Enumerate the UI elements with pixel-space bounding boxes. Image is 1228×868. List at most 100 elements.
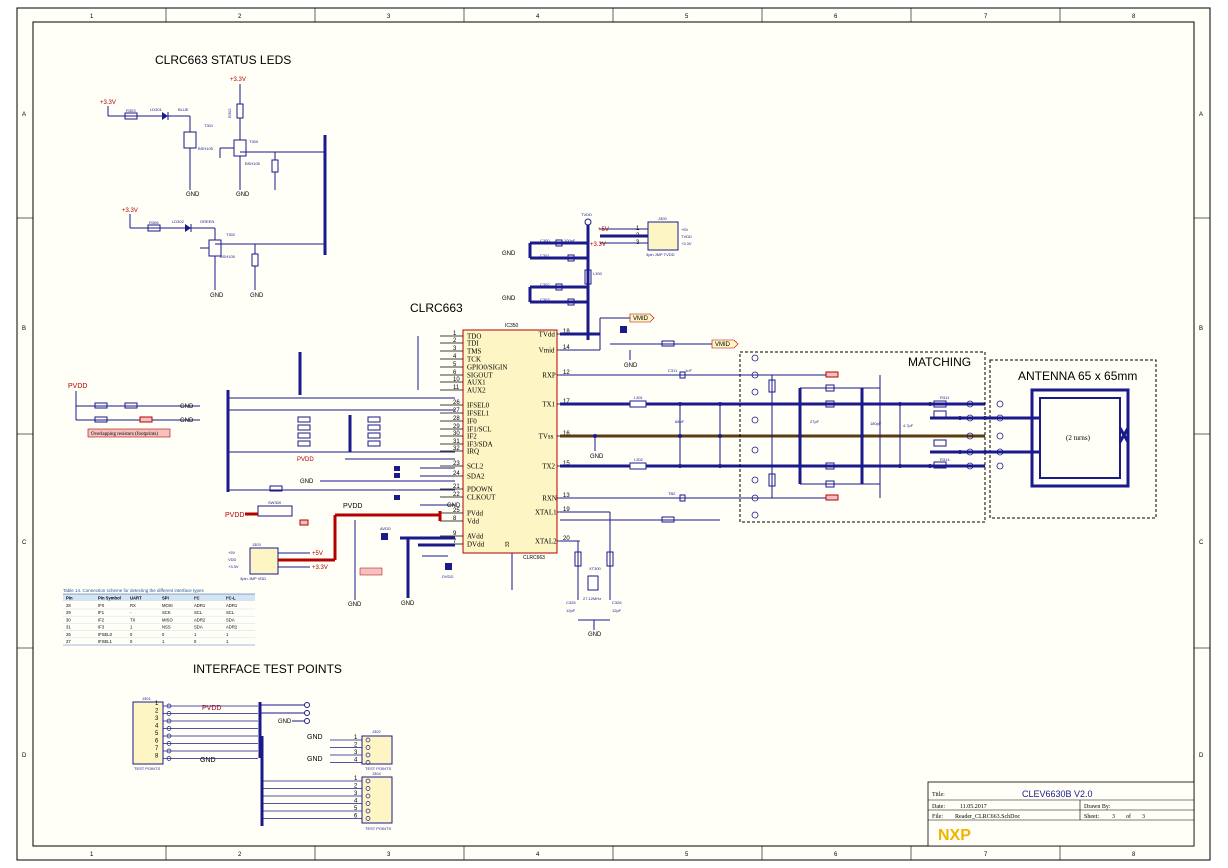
svg-text:C303: C303: [540, 297, 550, 302]
svg-text:GND: GND: [502, 251, 516, 257]
ic-pin-number: 6: [453, 370, 457, 376]
connector-pin-number: 1: [354, 735, 358, 741]
vmid-port: [629, 313, 655, 323]
svg-text:C300: C300: [540, 238, 550, 243]
test-pad: [966, 432, 974, 440]
ic-pin-number: 25: [453, 508, 460, 514]
svg-text:T301: T301: [204, 123, 214, 128]
ic-pin-number: 23: [453, 461, 460, 467]
ic-part: CLRC663: [523, 555, 545, 561]
table-cell: 1: [226, 632, 229, 637]
ic-pin-number: 3: [453, 346, 457, 352]
table-header-cell: Pin: [66, 596, 73, 601]
row-label: A: [1199, 112, 1203, 118]
ic-ref: IC350: [505, 323, 519, 329]
col-label: 2: [238, 14, 242, 20]
svg-text:J304: J304: [372, 771, 381, 776]
test-points-heading: INTERFACE TEST POINTS: [193, 662, 342, 676]
table-cell: 28: [66, 603, 71, 608]
svg-text:GND: GND: [180, 418, 194, 424]
svg-text:LD301: LD301: [150, 107, 163, 112]
ic-pin-name: DVdd: [467, 541, 485, 549]
svg-text:68pF: 68pF: [675, 419, 685, 424]
ic-pin-name: TX2: [542, 463, 555, 471]
ic-pin-name: XTAL2: [535, 538, 557, 546]
ic-clrc663: [462, 329, 558, 554]
overlap-note: Overlapping resistors (footprints): [91, 432, 158, 437]
ic-pin-name: TVss: [539, 433, 554, 441]
col-label: 4: [536, 852, 540, 858]
junction-dot: [718, 402, 722, 406]
junction-dot: [898, 464, 902, 468]
table-cell: 1: [162, 639, 165, 644]
table-header-cell: UART: [130, 596, 142, 601]
pdown-switch: SW300 PVDD: [225, 485, 309, 526]
svg-text:L300: L300: [593, 271, 603, 276]
svg-text:BSH105: BSH105: [245, 161, 261, 166]
col-label: 6: [834, 14, 838, 20]
table-cell: SDA: [194, 625, 203, 630]
test-pad: [751, 371, 759, 379]
svg-text:+3.3V: +3.3V: [122, 208, 138, 214]
test-pad: [996, 432, 1004, 440]
crystal-xt300: [587, 575, 599, 591]
svg-text:GND: GND: [401, 601, 415, 607]
svg-text:R302: R302: [227, 108, 232, 118]
ic-pin-number: 28: [453, 416, 460, 422]
row-label: A: [22, 112, 26, 118]
row-label: B: [1199, 326, 1203, 332]
svg-text:J302: J302: [372, 729, 381, 734]
ic-pin-number: 5: [453, 362, 457, 368]
svg-text:BLUE: BLUE: [178, 107, 189, 112]
svg-text:TVDD: TVDD: [581, 212, 592, 217]
svg-text:J301: J301: [142, 696, 151, 701]
table-cell: SCL: [194, 610, 203, 615]
table-header-cell: I²C: [194, 596, 200, 601]
col-label: 6: [834, 852, 838, 858]
svg-text:+5V: +5V: [598, 227, 609, 233]
connector-pin-number: 6: [155, 739, 159, 745]
junction-dot: [958, 450, 962, 454]
ic-pin-name: Vdd: [467, 518, 480, 526]
svg-text:GND: GND: [624, 363, 638, 369]
svg-text:BSH105: BSH105: [198, 146, 214, 151]
ic-pin-number: 24: [453, 471, 460, 477]
svg-text:180pF: 180pF: [870, 421, 882, 426]
ic-pin-number: 2: [453, 338, 457, 344]
nxp-logo: NXP: [936, 824, 984, 844]
svg-text:PVDD: PVDD: [297, 457, 314, 463]
connector-pin-number: 5: [354, 806, 358, 812]
table-cell: IF0: [98, 603, 105, 608]
connector-pin-number: 2: [354, 743, 358, 749]
ic-pin-number: 27: [453, 408, 460, 414]
ic-pin-number: 18: [563, 329, 570, 335]
inductor-l300: [584, 269, 592, 285]
resistor-r303: [124, 112, 138, 120]
svg-text:GND: GND: [307, 734, 323, 741]
test-pad: [996, 400, 1004, 408]
svg-text:T300: T300: [249, 139, 259, 144]
svg-text:+5V: +5V: [312, 551, 323, 557]
svg-text:VMID: VMID: [715, 342, 731, 348]
test-pad: [751, 446, 759, 454]
test-pad: [751, 511, 759, 519]
overlap-note-box: [87, 428, 171, 438]
svg-text:R303: R303: [126, 108, 136, 113]
svg-text:Date:: Date:: [932, 804, 945, 810]
svg-text:TEST POINTS: TEST POINTS: [365, 766, 391, 771]
ic-pin-number: 1: [453, 331, 457, 337]
svg-text:100nF: 100nF: [564, 238, 576, 243]
table-cell: ADR2: [226, 625, 238, 630]
svg-text:TEST POINTS: TEST POINTS: [134, 766, 160, 771]
svg-text:SW300: SW300: [268, 500, 282, 505]
table-cell: NSS: [162, 625, 171, 630]
table-cell: 26: [66, 632, 71, 637]
svg-text:GND: GND: [590, 454, 604, 460]
connector-pin-number: 1: [354, 776, 358, 782]
svg-text:GND: GND: [447, 503, 461, 509]
connector-pin-number: 4: [354, 799, 358, 805]
table-cell: 0: [194, 639, 197, 644]
